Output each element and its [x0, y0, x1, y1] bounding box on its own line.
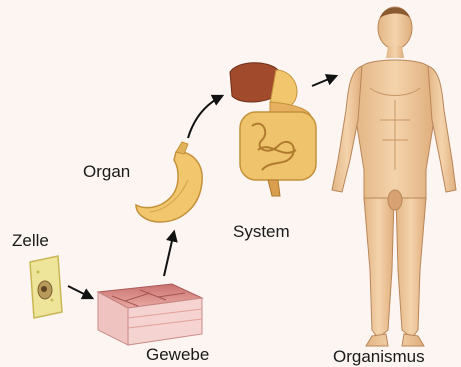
digestive-system-icon — [230, 63, 316, 196]
arrow-tissue-to-organ — [164, 232, 174, 276]
arrow-organ-to-system — [188, 96, 222, 138]
label-organism: Organismus — [333, 348, 425, 365]
arrow-system-to-organism — [312, 76, 336, 86]
arrow-cell-to-tissue — [68, 286, 92, 298]
label-cell: Zelle — [12, 232, 49, 249]
human-body-icon — [332, 7, 456, 346]
label-tissue: Gewebe — [146, 346, 209, 363]
tissue-icon — [98, 284, 202, 345]
cell-icon — [30, 256, 62, 318]
label-system: System — [233, 223, 290, 240]
label-organ: Organ — [83, 163, 130, 180]
stomach-icon — [136, 142, 202, 222]
